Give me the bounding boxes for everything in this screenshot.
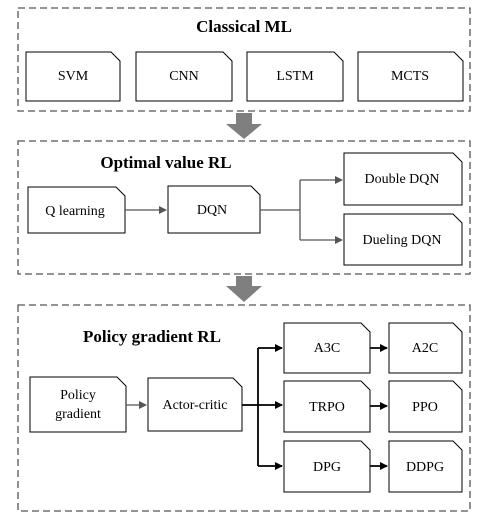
node-a2c-label: A2C <box>412 341 438 356</box>
node-cnn: CNN <box>135 51 233 102</box>
node-policy-gradient-label-line2: gradient <box>55 407 101 422</box>
node-svm-label: SVM <box>58 69 89 84</box>
node-policy-gradient: Policy gradient <box>29 376 127 433</box>
policy-gradient-rl-group: Policy gradient RL Policy gradient Actor… <box>17 304 471 512</box>
node-mcts: MCTS <box>357 51 464 102</box>
node-mcts-label: MCTS <box>391 69 429 84</box>
node-lstm: LSTM <box>246 51 344 102</box>
classical-ml-title: Classical ML <box>196 17 292 36</box>
node-dpg: DPG <box>283 440 371 493</box>
optimal-value-rl-title: Optimal value RL <box>100 153 231 172</box>
transition-arrow-1 <box>226 113 262 139</box>
node-policy-gradient-label-line1: Policy <box>60 388 96 403</box>
policy-gradient-rl-box <box>17 304 471 512</box>
node-lstm-label: LSTM <box>276 69 314 84</box>
optimal-value-rl-box <box>17 140 471 275</box>
node-double-dqn: Double DQN <box>343 152 463 206</box>
node-q-learning-label: Q learning <box>45 204 104 219</box>
classical-ml-box <box>17 7 471 112</box>
node-dqn-label: DQN <box>197 203 227 218</box>
node-a3c-label: A3C <box>314 341 340 356</box>
node-ppo: PPO <box>388 380 463 433</box>
node-dpg-label: DPG <box>313 460 341 475</box>
node-q-learning: Q learning <box>27 186 126 234</box>
transition-arrow-2 <box>226 276 262 302</box>
node-ppo-label: PPO <box>412 400 438 415</box>
node-a2c: A2C <box>388 322 463 374</box>
node-trpo-label: TRPO <box>309 400 345 415</box>
node-double-dqn-label: Double DQN <box>364 172 439 187</box>
node-actor-critic-label: Actor-critic <box>162 398 227 413</box>
node-cnn-label: CNN <box>169 69 199 84</box>
node-dueling-dqn: Dueling DQN <box>343 213 463 266</box>
node-ddpg-label: DDPG <box>406 460 444 475</box>
node-trpo: TRPO <box>283 380 371 433</box>
node-dueling-dqn-label: Dueling DQN <box>363 233 442 248</box>
node-actor-critic: Actor-critic <box>147 377 243 432</box>
node-ddpg: DDPG <box>388 440 463 493</box>
node-svm: SVM <box>25 51 121 102</box>
node-a3c: A3C <box>283 322 371 374</box>
node-dqn: DQN <box>167 185 261 234</box>
classical-ml-group: Classical ML SVM CNN LSTM MCTS <box>17 7 471 112</box>
policy-gradient-rl-title: Policy gradient RL <box>83 327 221 346</box>
optimal-value-rl-group: Optimal value RL Q learning DQN Double D… <box>17 140 471 275</box>
